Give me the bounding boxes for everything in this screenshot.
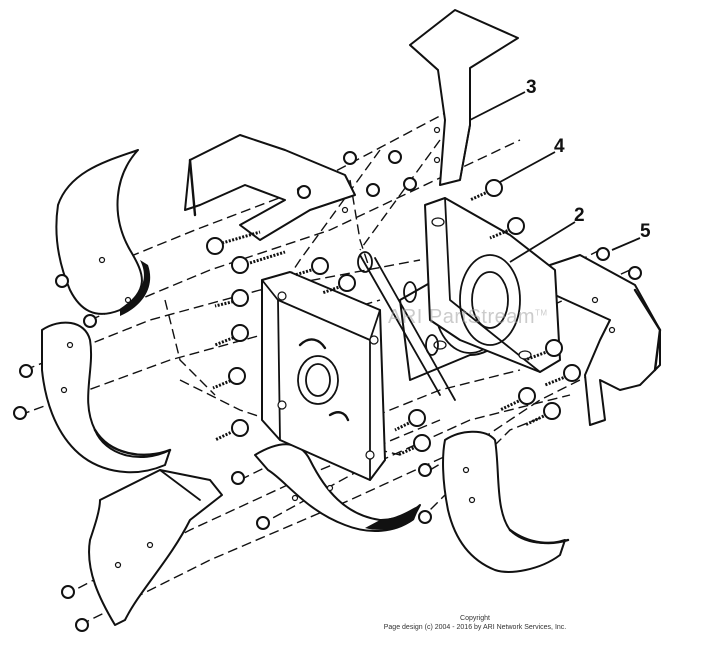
callouts: 3 4 2 5 [469, 77, 651, 263]
nuts [13, 150, 642, 632]
bolt [212, 367, 246, 390]
nut [75, 618, 89, 632]
footer-copyright-text: Page design (c) 2004 - 2016 by ARI Netwo… [383, 624, 567, 631]
nut [61, 585, 75, 599]
bolt [397, 434, 431, 457]
nut [13, 406, 27, 420]
bolt [214, 324, 249, 347]
nut [628, 266, 642, 280]
bolts [206, 179, 581, 457]
nut [418, 510, 432, 524]
bolt [231, 250, 286, 274]
bolt [489, 217, 525, 240]
flange-plate [261, 271, 386, 481]
nut [297, 185, 311, 199]
tine-left-lower [41, 321, 172, 474]
hub-part-2 [357, 197, 561, 401]
tine-bottom-left [88, 469, 223, 626]
bolt [206, 230, 261, 255]
bolt [524, 402, 561, 427]
nut [83, 314, 97, 328]
bolt [294, 257, 329, 277]
nut [596, 247, 610, 261]
bolt [544, 364, 581, 387]
footer-copyright-label: Copyright [460, 615, 490, 622]
watermark-trademark: TM [535, 308, 548, 318]
tine-right [549, 254, 662, 426]
tine-bottom-center [254, 443, 421, 532]
nut [403, 177, 417, 191]
callout-2: 2 [574, 205, 585, 226]
tine-top-center [184, 134, 356, 241]
bolt [524, 339, 563, 362]
nut [55, 274, 69, 288]
bolt [214, 419, 249, 442]
nut [388, 150, 402, 164]
nut [19, 364, 33, 378]
bolt [469, 179, 503, 202]
nut [231, 471, 245, 485]
nut [256, 516, 270, 530]
tine-left-upper [55, 149, 151, 316]
tine-bottom-right [442, 430, 570, 573]
callout-4: 4 [554, 136, 565, 157]
footer: Copyright Page design (c) 2004 - 2016 by… [0, 614, 710, 632]
bolt [499, 387, 536, 412]
watermark: ARI PartStreamTM [388, 306, 548, 329]
bolt [394, 409, 426, 432]
bolt [214, 289, 249, 308]
bolt [321, 274, 356, 295]
callout-5: 5 [640, 221, 651, 242]
nut [343, 151, 357, 165]
nut [418, 463, 432, 477]
tine-part-3 [409, 9, 519, 186]
nut [366, 183, 380, 197]
watermark-text: ARI PartStream [388, 306, 536, 328]
callout-3: 3 [526, 77, 537, 98]
